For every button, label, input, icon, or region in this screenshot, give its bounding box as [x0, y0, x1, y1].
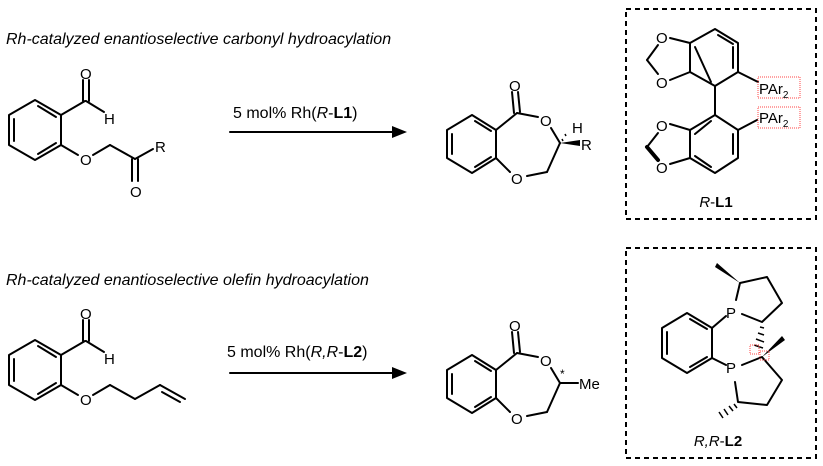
reaction1-title: Rh-catalyzed enantioselective carbonyl h…: [6, 31, 391, 48]
atom-o: O: [656, 118, 668, 135]
atom-o: O: [511, 411, 523, 428]
ligand1-label: R-L1: [699, 194, 732, 211]
stereocenter-star: *: [560, 367, 565, 381]
atom-p: P: [726, 305, 736, 322]
atom-h: H: [104, 111, 115, 128]
atom-o: O: [656, 30, 668, 47]
atom-o: O: [80, 306, 92, 323]
reaction1-product: O O O H R: [446, 78, 592, 188]
atom-o: O: [130, 184, 142, 201]
reaction2-title: Rh-catalyzed enantioselective olefin hyd…: [6, 272, 369, 289]
atom-o: O: [80, 392, 92, 409]
atom-o: O: [511, 171, 523, 188]
product-me: Me: [579, 376, 600, 393]
par2-label: PAr2: [759, 81, 789, 101]
atom-o: O: [80, 66, 92, 83]
reaction1-starting-material: O H O R O: [8, 66, 166, 201]
atom-o: O: [540, 353, 552, 370]
ligand-r-l1: O O O O PAr2 PAr2 R-L1: [645, 28, 801, 211]
ligand2-box: [625, 247, 817, 459]
atom-o: O: [656, 160, 668, 177]
ligand1-box: [625, 8, 817, 220]
reaction2-starting-material: O H O: [8, 306, 186, 409]
atom-o: O: [540, 113, 552, 130]
atom-o: O: [509, 318, 521, 335]
atom-o: O: [80, 152, 92, 169]
atom-o: O: [509, 78, 521, 95]
reaction2-product: O O O * Me: [446, 318, 600, 428]
ligand-rr-l2: P P R,R-L2: [661, 263, 785, 450]
ligand2-label: R,R-L2: [694, 433, 742, 450]
atom-p: P: [726, 360, 736, 377]
atom-h: H: [104, 351, 115, 368]
reaction2-conditions: 5 mol% Rh(R,R-L2): [227, 344, 367, 361]
product-r: R: [581, 137, 592, 154]
par2-label: PAr2: [759, 110, 789, 130]
atom-o: O: [656, 75, 668, 92]
reaction1-conditions: 5 mol% Rh(R-L1): [233, 105, 357, 122]
product-h: H: [572, 120, 583, 137]
substituent-r: R: [155, 139, 166, 156]
